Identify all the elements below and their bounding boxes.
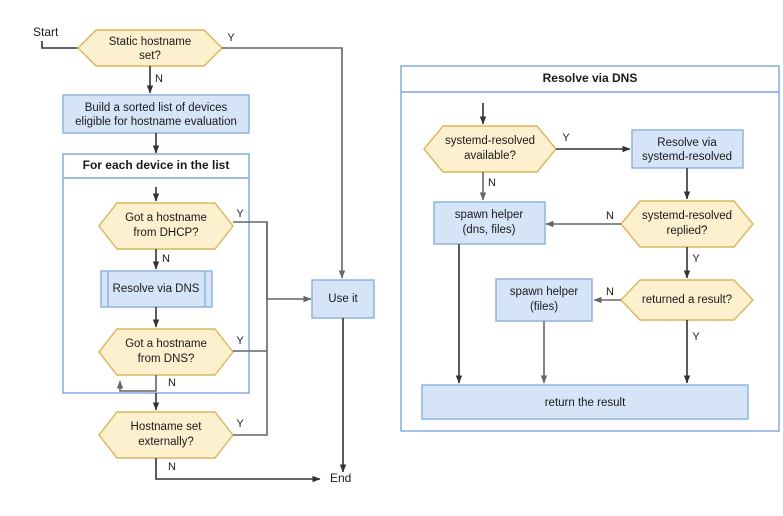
edge-label-dns-no: N [168, 377, 176, 389]
decision-external-line1: Hostname set [131, 421, 203, 433]
decision-resolved-replied-line1: systemd-resolved [642, 210, 732, 222]
process-return-the-result-label: return the result [545, 397, 626, 409]
process-spawn-helper-files-line2: (files) [530, 301, 558, 313]
edge-label-returned-yes: Y [692, 331, 700, 343]
decision-external-line2: externally? [138, 436, 194, 448]
start-label: Start [33, 25, 59, 39]
edge-label-available-yes: Y [562, 132, 570, 144]
decision-systemd-resolved-replied[interactable] [620, 200, 754, 248]
edge-start-to-static [41, 41, 93, 52]
edge-static-yes-to-use-it [222, 47, 346, 279]
decision-dhcp-line2: from DHCP? [133, 227, 198, 239]
decision-resolved-replied-line2: replied? [667, 225, 708, 237]
process-spawn-helper-dns-files[interactable] [433, 201, 546, 245]
edge-label-available-no: N [488, 177, 496, 189]
decision-dns-line2: from DNS? [138, 353, 195, 365]
process-spawn-helper-files[interactable] [495, 278, 593, 322]
edge-dns-no-loop-back [116, 375, 157, 392]
decision-got-hostname-from-dhcp[interactable] [98, 202, 234, 250]
process-resolve-via-systemd-resolved[interactable] [631, 129, 744, 169]
process-return-the-result[interactable] [421, 384, 749, 420]
edge-label-external-yes: Y [236, 418, 244, 430]
group-for-each-header: For each device in the list [83, 158, 230, 172]
process-build-list-line2: eligible for hostname evaluation [75, 116, 237, 128]
process-resolve-via-resolved-line2: systemd-resolved [642, 151, 732, 163]
decision-resolved-available-line2: available? [464, 150, 516, 162]
decision-dhcp-line1: Got a hostname [125, 212, 207, 224]
process-use-it-label: Use it [328, 293, 358, 305]
decision-hostname-set-externally[interactable] [98, 411, 234, 459]
decision-dns-line1: Got a hostname [125, 338, 207, 350]
edge-label-dns-yes: Y [236, 335, 244, 347]
edge-external-yes-to-use-it [233, 222, 268, 436]
edge-label-static-yes: Y [227, 32, 235, 44]
decision-resolved-available-line1: systemd-resolved [445, 135, 535, 147]
process-spawn-helper-dns-line2: (dns, files) [462, 224, 515, 236]
decision-static-hostname-line1: Static hostname [109, 36, 191, 48]
edge-label-replied-no: N [606, 210, 614, 222]
edge-label-external-no: N [168, 461, 176, 473]
process-build-list-line1: Build a sorted list of devices [85, 102, 228, 114]
edge-external-no-to-end [155, 458, 321, 483]
edge-label-dhcp-no: N [162, 253, 170, 265]
process-resolve-via-resolved-line1: Resolve via [657, 137, 717, 149]
edge-label-dhcp-yes: Y [236, 208, 244, 220]
dns-panel-header: Resolve via DNS [543, 71, 638, 85]
edge-label-replied-yes: Y [692, 253, 700, 265]
process-spawn-helper-files-line1: spawn helper [510, 286, 579, 298]
process-build-sorted-list[interactable] [62, 94, 250, 134]
edge-label-returned-no: N [606, 286, 614, 298]
end-label: End [330, 471, 351, 485]
decision-returned-result-label: returned a result? [642, 294, 732, 306]
decision-static-hostname-line2: set? [139, 50, 161, 62]
subprocess-resolve-via-dns[interactable] [100, 270, 213, 308]
process-spawn-helper-dns-line1: spawn helper [455, 209, 524, 221]
decision-static-hostname-set[interactable] [77, 29, 223, 67]
edge-label-static-no: N [155, 73, 163, 85]
group-resolve-via-dns-panel [400, 65, 780, 432]
decision-systemd-resolved-available[interactable] [423, 125, 557, 173]
decision-got-hostname-from-dns[interactable] [98, 328, 234, 376]
subprocess-resolve-via-dns-label: Resolve via DNS [113, 283, 200, 295]
